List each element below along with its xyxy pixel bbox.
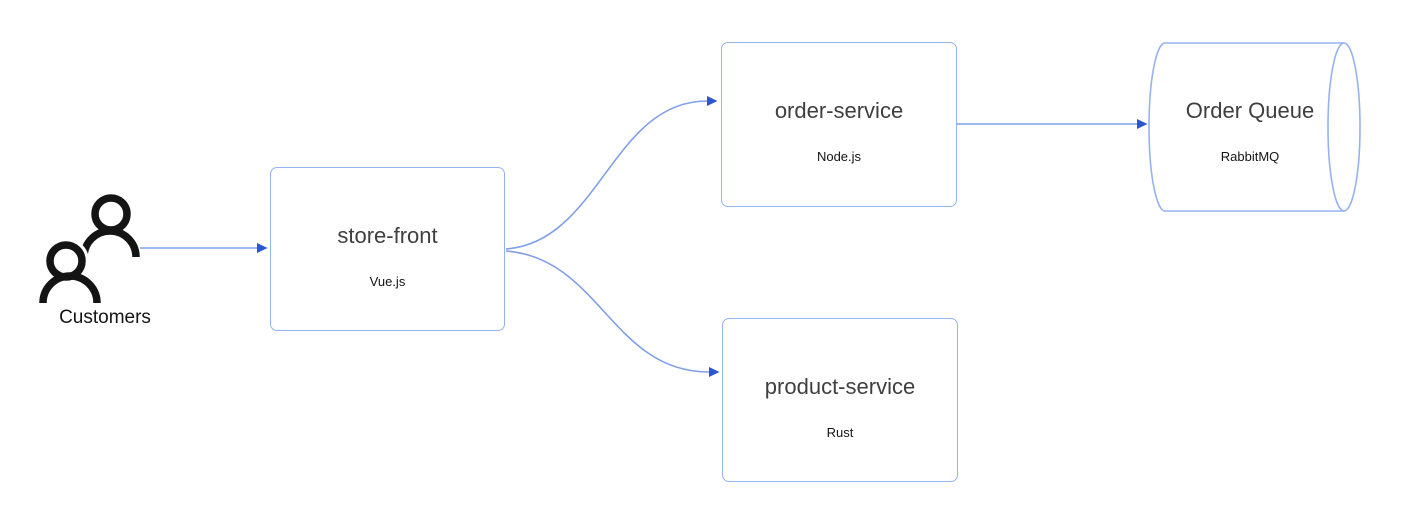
node-title: Order Queue	[1185, 98, 1315, 123]
node-title: store-front	[337, 223, 438, 248]
node-subtitle: Rust	[826, 425, 854, 440]
node-store-front: store-front Vue.js	[270, 167, 505, 331]
node-subtitle: Node.js	[816, 149, 862, 164]
node-subtitle: Vue.js	[369, 274, 406, 289]
edge-storefront-productservice	[505, 250, 720, 377]
node-order-queue: Order Queue RabbitMQ	[1155, 43, 1345, 211]
node-product-service: product-service Rust	[722, 318, 958, 482]
node-order-service: order-service Node.js	[721, 42, 957, 207]
node-title: product-service	[764, 374, 916, 399]
node-subtitle: RabbitMQ	[1220, 149, 1280, 164]
customers-label: Customers	[59, 307, 151, 328]
edge-storefront-orderservice	[505, 96, 718, 250]
node-title: order-service	[774, 98, 904, 123]
people-icon	[36, 194, 140, 304]
order-queue-cylinder	[1148, 42, 1361, 212]
